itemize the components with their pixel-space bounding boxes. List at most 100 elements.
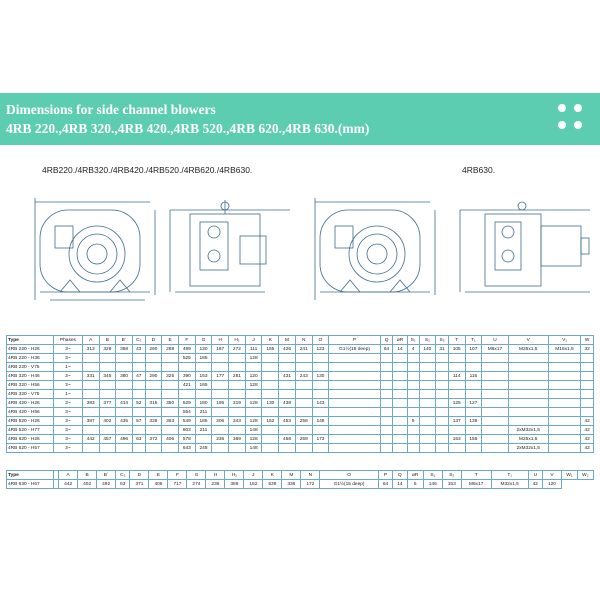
table-header-cell: A xyxy=(58,470,79,480)
table-cell: 578 xyxy=(177,434,196,444)
table-cell xyxy=(481,398,509,408)
table-cell xyxy=(311,362,330,372)
table-cell xyxy=(435,353,449,363)
table-cell xyxy=(418,416,437,426)
side-view-drawing-2 xyxy=(459,201,590,293)
table-cell: 402 xyxy=(98,416,117,426)
table-header-cell: Q xyxy=(379,335,394,345)
table-cell xyxy=(294,353,313,363)
table-cell xyxy=(244,362,263,372)
table-cell xyxy=(507,380,549,390)
table-cell: 343 xyxy=(228,416,246,426)
table-cell xyxy=(161,389,179,399)
table-cell xyxy=(328,353,381,363)
table-cell: 328 xyxy=(144,416,163,426)
table-cell: 14 xyxy=(392,344,408,354)
table-cell: 290 xyxy=(144,371,163,381)
table-cell xyxy=(261,371,280,381)
table-cell xyxy=(115,389,133,399)
table-cell xyxy=(81,353,100,363)
table-cell xyxy=(406,398,420,408)
table-cell xyxy=(278,353,296,363)
table-cell: 130 xyxy=(261,398,280,408)
table-cell: 128 xyxy=(244,380,263,390)
table-cell xyxy=(379,389,394,399)
table-cell: 130 xyxy=(311,371,330,381)
table-cell xyxy=(447,443,466,453)
table-cell xyxy=(547,353,582,363)
table-cell xyxy=(228,389,246,399)
table-header-cell: S₂ xyxy=(441,470,462,480)
table-cell: 128 xyxy=(244,353,263,363)
table-cell: 120 xyxy=(541,479,562,489)
table-cell xyxy=(392,371,408,381)
table-cell: 63 xyxy=(115,479,131,489)
table-cell xyxy=(294,398,313,408)
table-cell xyxy=(507,407,549,417)
decorative-dots-icon xyxy=(558,104,588,136)
table-cell: 4RB 320 - H46 xyxy=(6,371,54,381)
table-cell: 2xM32x1,5 xyxy=(507,425,549,435)
table-cell: 4RB 620 - H26 xyxy=(6,434,54,444)
table-cell: 206 xyxy=(211,416,230,426)
table-cell: 42 xyxy=(580,443,594,453)
table-cell xyxy=(392,407,408,417)
table-cell xyxy=(144,389,163,399)
table-cell xyxy=(547,443,582,453)
table-cell: 4RB 620 - H57 xyxy=(6,443,54,453)
table-cell xyxy=(406,353,420,363)
table-header-cell: P xyxy=(377,470,394,480)
drawing-caption-left: 4RB220./4RB320./4RB420./4RB520./4RB620./… xyxy=(42,165,253,175)
table-cell: 211 xyxy=(194,407,213,417)
table-cell: 383 xyxy=(81,398,100,408)
table-cell: 431 xyxy=(278,371,296,381)
table-cell xyxy=(379,407,394,417)
table-cell xyxy=(328,380,381,390)
table-cell: G1½(15 deep) xyxy=(319,479,379,489)
table-cell: 426 xyxy=(278,344,296,354)
table-header-cell: H xyxy=(205,470,226,480)
table-cell xyxy=(311,407,330,417)
table-cell xyxy=(507,371,549,381)
table-cell: 336 xyxy=(281,479,302,489)
table-cell: 52 xyxy=(131,398,146,408)
table-cell xyxy=(447,353,466,363)
table-cell: 152 xyxy=(243,479,264,489)
table-cell xyxy=(328,407,381,417)
table-cell: 3~ xyxy=(53,353,83,363)
table-cell xyxy=(406,380,420,390)
table-cell xyxy=(392,380,408,390)
table-header-cell: B xyxy=(77,470,98,480)
table-cell xyxy=(464,362,483,372)
table-header-cell: N xyxy=(294,335,313,345)
table-cell xyxy=(435,398,449,408)
table-cell xyxy=(435,407,449,417)
table-cell: 140 xyxy=(418,344,437,354)
table-cell xyxy=(294,443,313,453)
table-cell: 148 xyxy=(244,443,263,453)
table-cell: 438 xyxy=(278,398,296,408)
table-header-cell: G xyxy=(194,335,213,345)
table-cell xyxy=(392,416,408,426)
table-cell: 155 xyxy=(464,434,483,444)
table-cell: 371 xyxy=(129,479,150,489)
table-cell: 1~ xyxy=(53,389,83,399)
table-cell: 4 xyxy=(406,344,420,354)
table-cell xyxy=(435,425,449,435)
table-header-cell: H₁ xyxy=(224,470,245,480)
table-cell: 389 xyxy=(224,479,245,489)
table-header-cell: Type xyxy=(6,335,54,345)
table-cell xyxy=(547,371,582,381)
table-cell xyxy=(161,380,179,390)
table-cell: 241 xyxy=(294,344,313,354)
table-cell xyxy=(131,407,146,417)
table-cell: 389 xyxy=(228,434,246,444)
table-cell: 107 xyxy=(464,344,483,354)
table-cell: 489 xyxy=(177,344,196,354)
table-cell xyxy=(379,434,394,444)
table-cell: 3~ xyxy=(53,380,83,390)
table-header-cell: V xyxy=(507,335,549,345)
table-cell xyxy=(464,407,483,417)
